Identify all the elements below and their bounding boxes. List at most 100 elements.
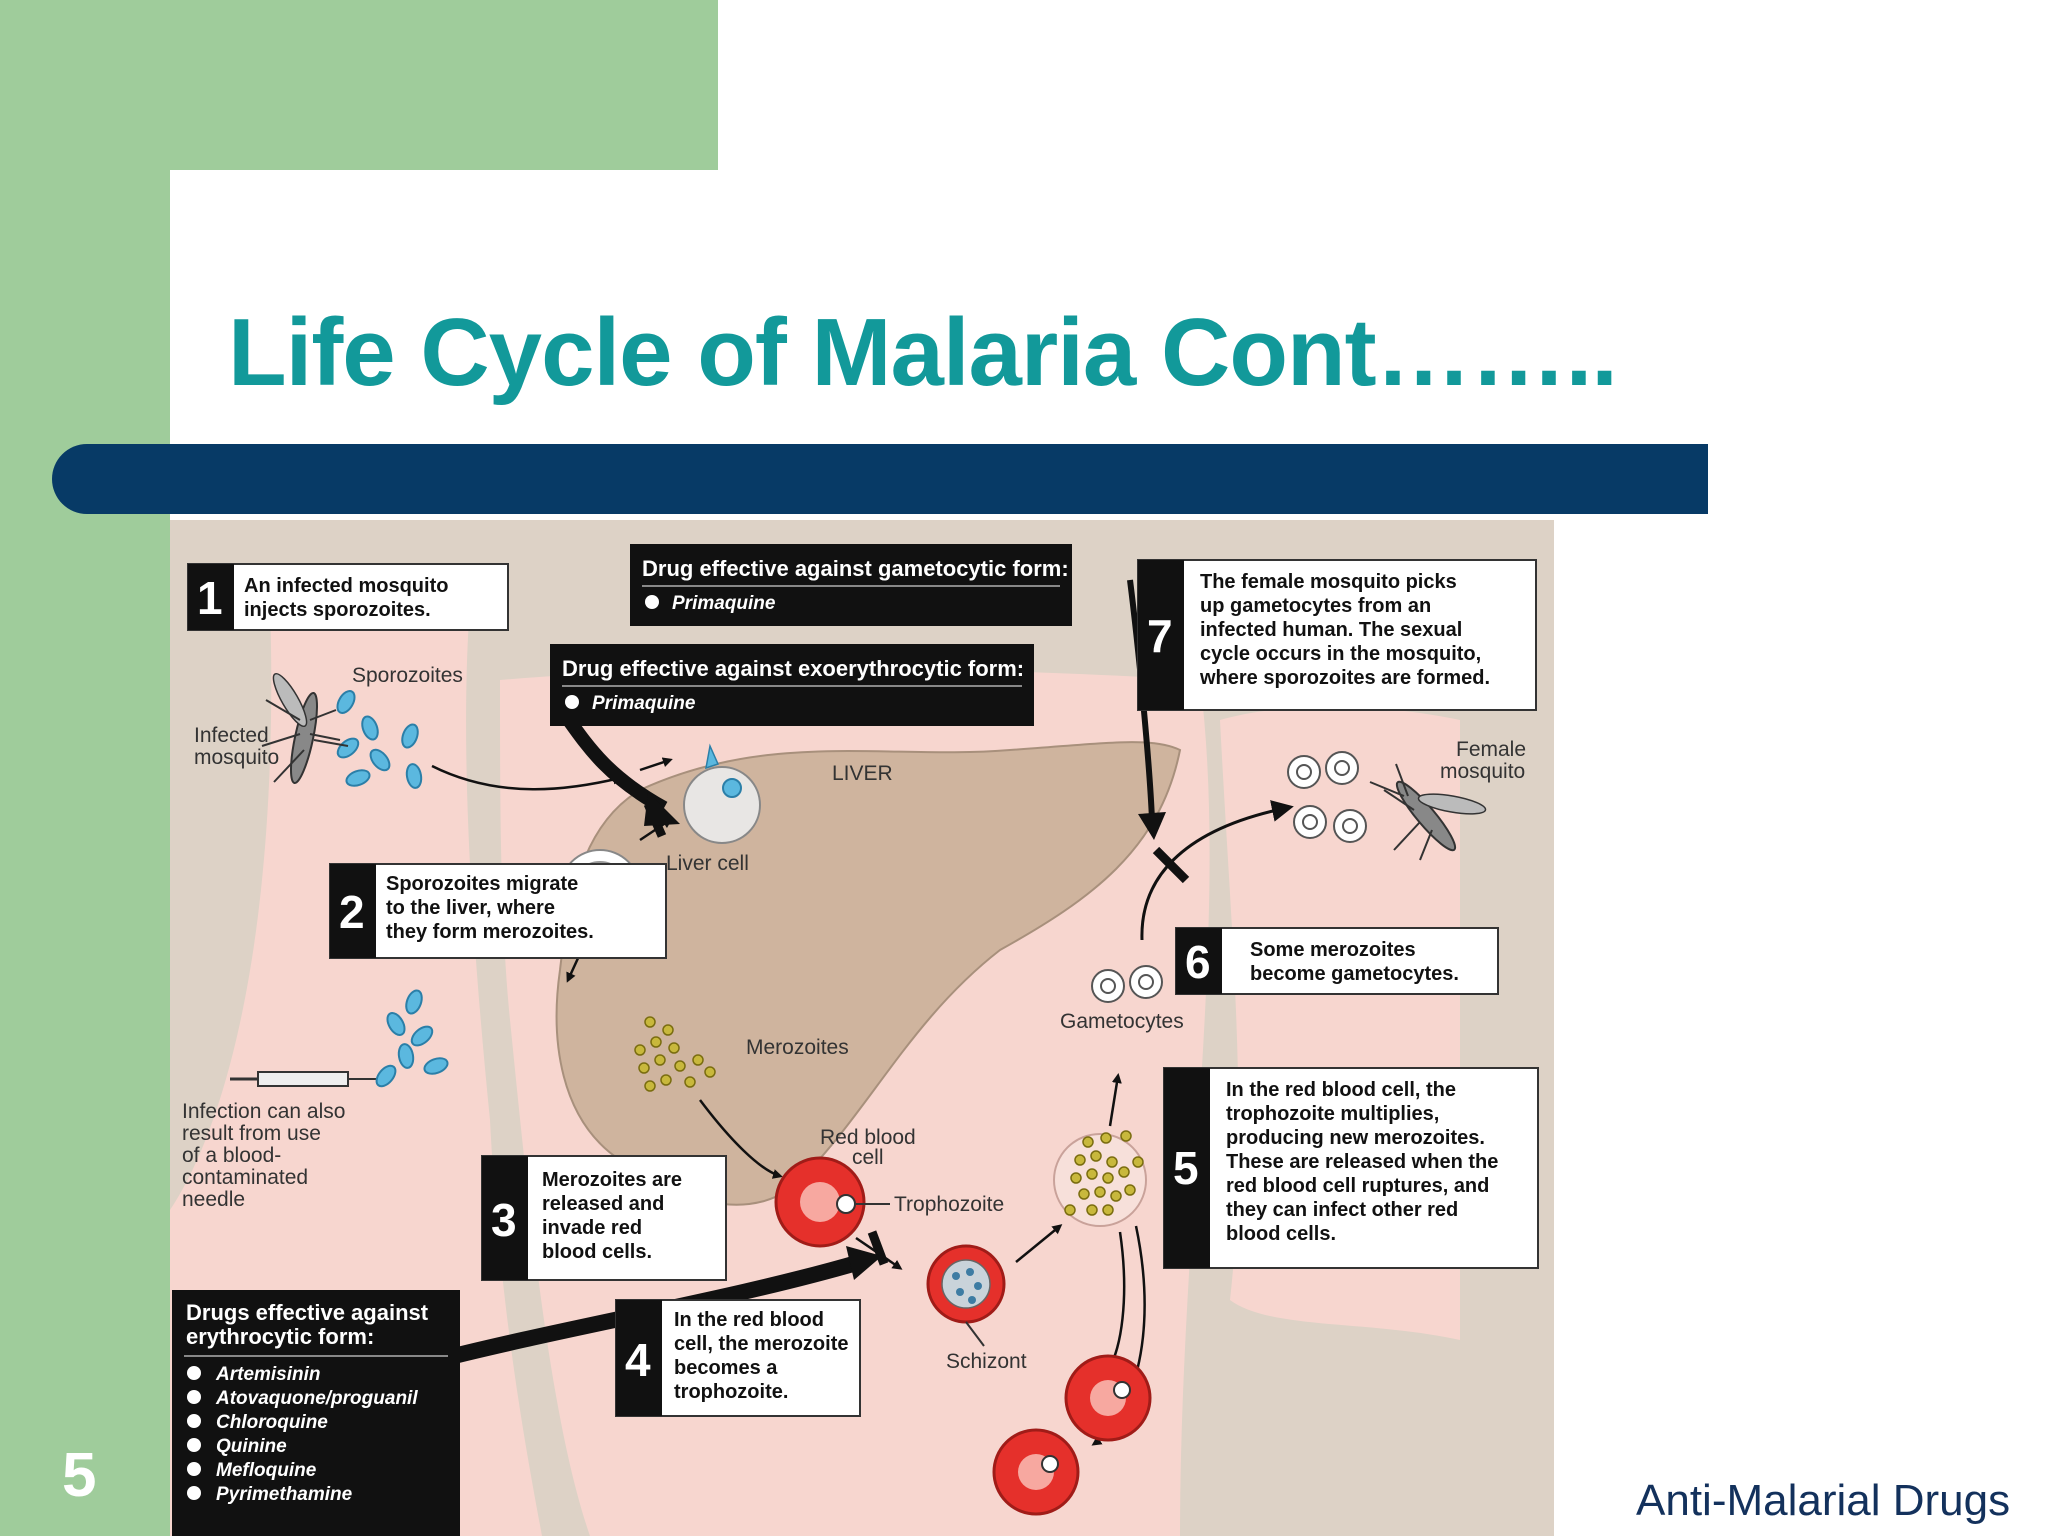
step-3-number: 3 — [491, 1194, 517, 1246]
erythrocytic-drug-item-6: Pyrimethamine — [216, 1484, 353, 1505]
erythrocytic-drug-item-5: Mefloquine — [216, 1460, 317, 1481]
needle-text-1: Infection can also — [182, 1100, 345, 1123]
green-left-band — [0, 0, 170, 1536]
needle-text-5: needle — [182, 1188, 245, 1211]
step-3-box: 3 Merozoites are released and invade red… — [481, 1155, 727, 1281]
red-blood-cell-label-1: Red blood — [820, 1126, 916, 1149]
step-5-text-1: In the red blood cell, the — [1226, 1079, 1456, 1101]
step-7-number: 7 — [1147, 610, 1173, 662]
step-7-text-3: infected human. The sexual — [1200, 619, 1462, 641]
sporozoites-label: Sporozoites — [352, 664, 463, 687]
step-2-number: 2 — [339, 886, 365, 938]
gametocytic-drug-pointer-head — [1138, 812, 1166, 840]
arrow-to-rupture — [1015, 1224, 1063, 1263]
step-4-text-2: cell, the merozoite — [674, 1333, 849, 1355]
step-7-text-1: The female mosquito picks — [1200, 571, 1457, 593]
step-6-box: 6 Some merozoites become gametocytes. — [1175, 927, 1499, 995]
trophozoite-label: Trophozoite — [894, 1193, 1004, 1216]
step-6-number: 6 — [1185, 936, 1211, 988]
step-7-text-5: where sporozoites are formed. — [1199, 667, 1490, 689]
arrow-to-liver — [431, 764, 623, 791]
new-red-blood-cell-icon-2 — [992, 1428, 1080, 1516]
gametocytes-icon — [1091, 965, 1163, 1003]
title-underline-bar — [52, 444, 1708, 514]
red-blood-cell-icon — [774, 1156, 866, 1248]
step-1-number: 1 — [197, 572, 223, 624]
step-2-text-1: Sporozoites migrate — [386, 873, 578, 895]
step-5-text-7: blood cells. — [1226, 1223, 1336, 1245]
arrow-to-gametocytes — [1108, 1073, 1122, 1127]
liver-shape — [555, 741, 1182, 1206]
step-3-text-2: released and — [542, 1193, 664, 1215]
step-6-text-2: become gametocytes. — [1250, 963, 1459, 985]
step-4-number: 4 — [625, 1334, 651, 1386]
footer-text: Anti-Malarial Drugs — [1636, 1476, 2011, 1525]
step-4-text-4: trophozoite. — [674, 1381, 788, 1403]
step-3-text-1: Merozoites are — [542, 1169, 682, 1191]
arrow-to-red-blood-cell — [699, 1099, 783, 1179]
red-blood-cell-label-2: cell — [852, 1146, 884, 1169]
step-5-text-2: trophozoite multiplies, — [1226, 1103, 1439, 1125]
erythrocytic-block-bar — [867, 1230, 889, 1266]
slide-title: Life Cycle of Malaria Cont…….. — [228, 299, 1618, 406]
liver-label: LIVER — [832, 762, 893, 785]
step-2-text-3: they form merozoites. — [386, 921, 594, 943]
schizont-pointer — [965, 1321, 985, 1347]
liver-cell-icon — [683, 743, 761, 844]
merozoites-label: Merozoites — [746, 1036, 849, 1059]
needle-text-2: result from use — [182, 1122, 321, 1145]
schizont-icon — [926, 1244, 1006, 1324]
step-5-text-6: they can infect other red — [1226, 1199, 1458, 1221]
merozoites-cluster — [634, 1016, 716, 1092]
step-4-box: 4 In the red blood cell, the merozoite b… — [615, 1299, 861, 1417]
sporozoites-cluster — [336, 690, 423, 789]
step-1-box: 1 An infected mosquito injects sporozoit… — [187, 563, 509, 631]
step-3-text-4: blood cells. — [542, 1241, 652, 1263]
female-mosquito-icon — [1369, 763, 1487, 861]
erythrocytic-drug-item-2: Atovaquone/proguanil — [215, 1388, 418, 1409]
schizont-label: Schizont — [946, 1350, 1027, 1373]
step-5-box: 5 In the red blood cell, the trophozoite… — [1163, 1067, 1539, 1269]
gametocytes-label: Gametocytes — [1060, 1010, 1184, 1033]
arrow-to-female-mosquito — [1140, 800, 1294, 941]
erythrocytic-drug-title-2: erythrocytic form: — [186, 1324, 374, 1349]
exoerythrocytic-drug-title: Drug effective against exoerythrocytic f… — [562, 656, 1024, 681]
step-5-text-3: producing new merozoites. — [1226, 1127, 1485, 1149]
gametocytic-drug-box: Drug effective against gametocytic form:… — [630, 544, 1072, 626]
infected-mosquito-label-2: mosquito — [194, 746, 279, 769]
step-7-text-4: cycle occurs in the mosquito, — [1200, 643, 1481, 665]
gametocytic-drug-item-1: Primaquine — [672, 593, 776, 614]
exoerythrocytic-drug-box: Drug effective against exoerythrocytic f… — [550, 644, 1034, 726]
erythrocytic-drug-item-1: Artemisinin — [215, 1364, 321, 1385]
erythrocytic-drug-title-1: Drugs effective against — [186, 1300, 429, 1325]
needle-sporozoites-cluster — [375, 989, 449, 1088]
needle-text-3: of a blood- — [182, 1144, 281, 1167]
step-3-text-3: invade red — [542, 1217, 642, 1239]
step-1-text-2: injects sporozoites. — [244, 599, 431, 621]
step-5-text-5: red blood cell ruptures, and — [1226, 1175, 1489, 1197]
erythrocytic-drug-pointer-head — [846, 1246, 882, 1280]
needle-text-4: contaminated — [182, 1166, 308, 1189]
arrow-into-liver-cell — [639, 757, 673, 772]
step-7-box: 7 The female mosquito picks up gametocyt… — [1137, 559, 1537, 711]
new-red-blood-cell-icon-1 — [1064, 1354, 1152, 1442]
female-mosquito-label-2: mosquito — [1440, 760, 1525, 783]
step-4-text-1: In the red blood — [674, 1309, 824, 1331]
female-mosquito-label-1: Female — [1456, 738, 1526, 761]
step-2-box: 2 Sporozoites migrate to the liver, wher… — [329, 863, 667, 959]
infected-mosquito-label-1: Infected — [194, 724, 269, 747]
ruptured-red-blood-cell-icon — [1053, 1130, 1147, 1227]
infected-mosquito-icon — [261, 672, 349, 785]
gametocytic-block-bar — [1152, 846, 1190, 884]
step-1-text-1: An infected mosquito — [244, 575, 448, 597]
arrow-to-schizont — [855, 1236, 903, 1270]
slide-number: 5 — [62, 1441, 97, 1510]
liver-cell-label: Liver cell — [666, 852, 749, 875]
gametocytic-drug-pointer — [1127, 579, 1155, 821]
erythrocytic-drug-item-4: Quinine — [216, 1436, 287, 1457]
step-4-text-3: becomes a — [674, 1357, 778, 1379]
erythrocytic-drug-box: Drugs effective against erythrocytic for… — [172, 1290, 460, 1536]
step-6-text-1: Some merozoites — [1250, 939, 1416, 961]
exoerythrocytic-drug-pointer-head — [644, 792, 680, 826]
mosquito-gametocytes-icon — [1287, 751, 1367, 843]
